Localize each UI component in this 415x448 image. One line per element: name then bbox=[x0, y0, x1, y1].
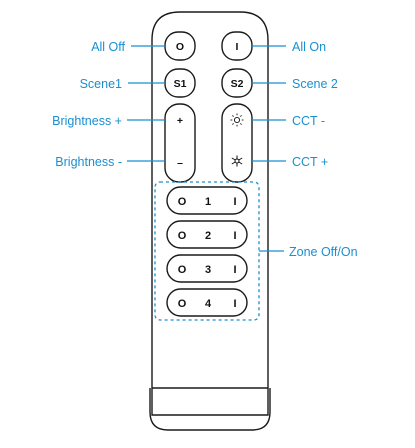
brightness-rocker[interactable]: + – bbox=[164, 103, 196, 183]
cct-up-callout: CCT + bbox=[292, 155, 328, 169]
zone-3-off-label: O bbox=[178, 264, 187, 276]
zone-2-on-label: I bbox=[233, 230, 236, 242]
zone-1-number: 1 bbox=[205, 196, 211, 208]
leader-lines bbox=[127, 45, 286, 252]
scene2-button[interactable]: S2 bbox=[221, 68, 253, 98]
zone-4-button[interactable]: O 4 I bbox=[166, 288, 248, 317]
sun-icon bbox=[230, 113, 244, 127]
zone-3-on-label: I bbox=[233, 264, 236, 276]
zone-2-button[interactable]: O 2 I bbox=[166, 220, 248, 249]
all-on-button[interactable]: I bbox=[221, 31, 253, 61]
scene2-callout: Scene 2 bbox=[292, 77, 338, 91]
zone-4-number: 4 bbox=[205, 298, 212, 310]
zone-2-off-label: O bbox=[178, 230, 187, 242]
zone-3-button[interactable]: O 3 I bbox=[166, 254, 248, 283]
zone-4-on-label: I bbox=[233, 298, 236, 310]
all-on-callout: All On bbox=[292, 40, 326, 54]
brightness-up-callout: Brightness + bbox=[52, 114, 122, 128]
zone-1-button[interactable]: O 1 I bbox=[166, 186, 248, 215]
scene1-button-label: S1 bbox=[174, 78, 187, 90]
scene1-callout: Scene1 bbox=[80, 77, 122, 91]
zone-3-number: 3 bbox=[205, 264, 211, 276]
all-off-callout: All Off bbox=[91, 40, 125, 54]
brightness-down-callout: Brightness - bbox=[55, 155, 122, 169]
all-off-button-label: O bbox=[176, 41, 184, 53]
snowflake-icon bbox=[231, 155, 243, 167]
all-off-button[interactable]: O bbox=[164, 31, 196, 61]
zone-group-outline bbox=[154, 181, 260, 321]
brightness-up-label: + bbox=[177, 115, 183, 127]
zone-1-off-label: O bbox=[178, 196, 187, 208]
cct-rocker[interactable] bbox=[221, 103, 253, 183]
scene1-button[interactable]: S1 bbox=[164, 68, 196, 98]
cct-down-callout: CCT - bbox=[292, 114, 325, 128]
zone-4-off-label: O bbox=[178, 298, 187, 310]
scene2-button-label: S2 bbox=[231, 78, 244, 90]
zone-callout: Zone Off/On bbox=[289, 245, 358, 259]
zone-2-number: 2 bbox=[205, 230, 211, 242]
remote-body bbox=[149, 11, 271, 431]
brightness-down-label: – bbox=[177, 157, 183, 169]
zone-1-on-label: I bbox=[233, 196, 236, 208]
all-on-button-label: I bbox=[236, 41, 239, 53]
